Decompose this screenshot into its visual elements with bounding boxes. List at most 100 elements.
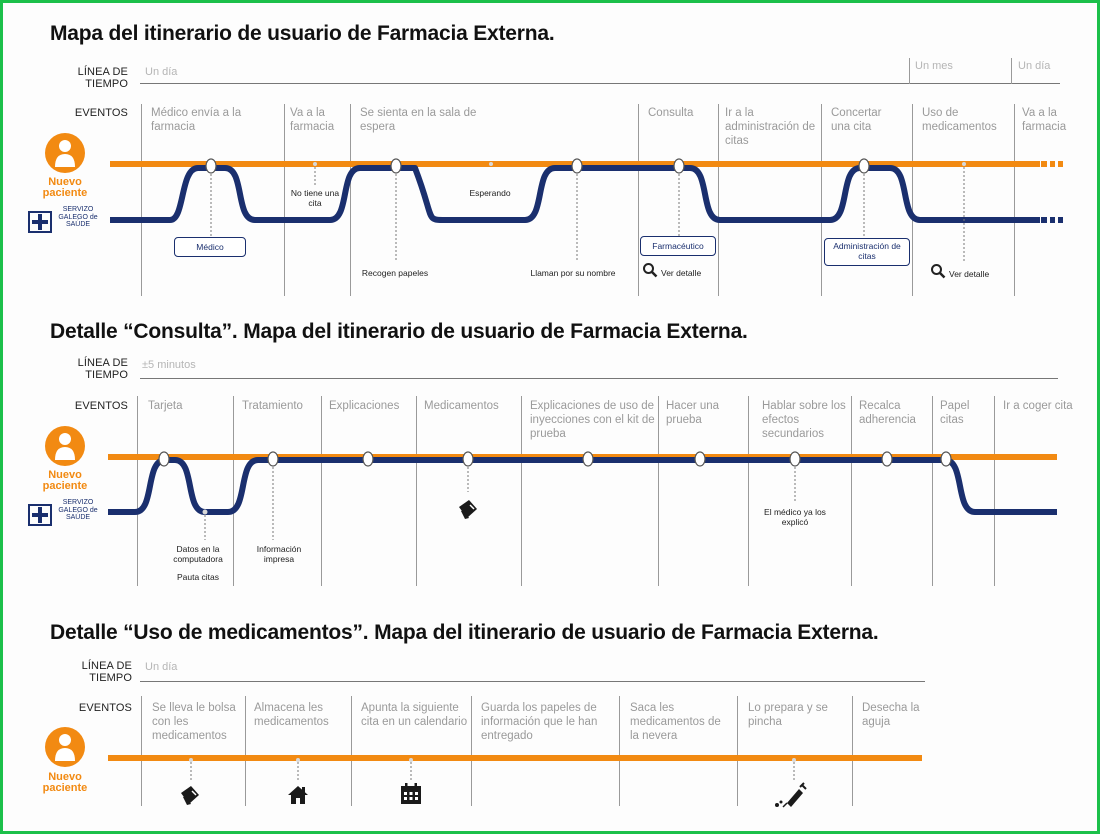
section1-event: Médico envía a la farmacia bbox=[151, 107, 242, 133]
person-icon bbox=[55, 140, 75, 167]
section2-timeline-label: LÍNEA DE TIEMPO bbox=[77, 357, 128, 381]
section2-event: Hablar sobre los efectos secundarios bbox=[762, 400, 846, 440]
section1-event: Uso de medicamentos bbox=[922, 107, 997, 133]
journey-node bbox=[940, 451, 952, 467]
journey-small-node bbox=[792, 758, 796, 762]
section2-event: Recalca adherencia bbox=[859, 400, 916, 426]
note-recogen-papeles: Recogen papeles bbox=[361, 268, 429, 278]
person-icon bbox=[55, 734, 75, 761]
section2-event: Ir a coger cita bbox=[1003, 400, 1073, 412]
section1-column-divider bbox=[141, 104, 142, 296]
magnifier-icon[interactable] bbox=[642, 262, 658, 278]
section1-time-mark: Un mes bbox=[915, 60, 953, 72]
section1-column-divider bbox=[912, 104, 913, 296]
section2-time-mark: ±5 minutos bbox=[142, 359, 196, 371]
sergas-label: SERVIZO GALEGO de SAÚDE bbox=[58, 206, 98, 228]
section2-event: Explicaciones de uso de inyecciones con … bbox=[530, 400, 655, 440]
section1-event: Ir a la administración de citas bbox=[725, 107, 816, 147]
section3-column-divider bbox=[852, 696, 853, 806]
journey-node bbox=[673, 158, 685, 174]
ver-detalle-consulta-link[interactable]: Ver detalle bbox=[661, 268, 702, 278]
section3-event: Lo prepara y se pincha bbox=[748, 702, 828, 728]
magnifier-icon[interactable] bbox=[930, 263, 946, 279]
note-medico-explico: El médico ya los explicó bbox=[764, 507, 826, 527]
section1-timeline-label: LÍNEA DE TIEMPO bbox=[77, 66, 128, 90]
patient-avatar bbox=[45, 133, 85, 173]
journey-small-node bbox=[962, 162, 966, 166]
journey-node bbox=[390, 158, 402, 174]
patient-avatar bbox=[45, 727, 85, 767]
medicine-bag-icon bbox=[459, 500, 477, 519]
sergas-logo-icon bbox=[28, 504, 52, 526]
section1-column-divider bbox=[821, 104, 822, 296]
section1-title: Mapa del itinerario de usuario de Farmac… bbox=[50, 22, 555, 45]
patient-label: Nuevo paciente bbox=[42, 771, 88, 794]
journey-small-node bbox=[296, 758, 300, 762]
section1-column-divider bbox=[350, 104, 351, 296]
section1-event: Va a la farmacia bbox=[290, 107, 335, 133]
section1-event: Consulta bbox=[648, 107, 694, 119]
section2-event: Tarjeta bbox=[148, 400, 183, 412]
section2-event: Papel citas bbox=[940, 400, 970, 426]
section1-event: Se sienta en la sala de espera bbox=[360, 107, 477, 133]
section2-column-divider bbox=[658, 396, 659, 586]
section2-timeline-axis bbox=[140, 378, 1058, 379]
administracion-box: Administración de citas bbox=[824, 238, 910, 266]
journey-node bbox=[858, 158, 870, 174]
section3-event: Se lleva le bolsa con les medicamentos bbox=[152, 702, 236, 742]
note-llaman: Llaman por su nombre bbox=[530, 268, 616, 278]
syringe-icon bbox=[775, 782, 807, 808]
section2-column-divider bbox=[233, 396, 234, 586]
section3-timeline-axis bbox=[140, 681, 925, 682]
section2-event: Medicamentos bbox=[424, 400, 499, 412]
section3-column-divider bbox=[471, 696, 472, 806]
sergas-logo: SERVIZO GALEGO de SAÚDE bbox=[26, 206, 106, 236]
journey-node bbox=[571, 158, 583, 174]
section1-column-divider bbox=[284, 104, 285, 296]
section3-event: Guarda los papeles de información que le… bbox=[481, 702, 598, 742]
section1-time-divider bbox=[909, 58, 910, 84]
ver-detalle-medicamentos-link[interactable]: Ver detalle bbox=[949, 269, 990, 279]
section3-event: Almacena les medicamentos bbox=[254, 702, 329, 728]
section2-column-divider bbox=[851, 396, 852, 586]
journey-node bbox=[694, 451, 706, 467]
journey-node bbox=[158, 451, 170, 467]
section3-column-divider bbox=[141, 696, 142, 806]
section1-column-divider bbox=[718, 104, 719, 296]
section2-events-label: EVENTOS bbox=[74, 400, 128, 412]
medico-box: Médico bbox=[174, 237, 246, 257]
patient-avatar bbox=[45, 426, 85, 466]
journey-node bbox=[582, 451, 594, 467]
section2-column-divider bbox=[321, 396, 322, 586]
section2-event: Hacer una prueba bbox=[666, 400, 720, 426]
section3-title: Detalle “Uso de medicamentos”. Mapa del … bbox=[50, 621, 879, 644]
section3-column-divider bbox=[351, 696, 352, 806]
note-pauta-citas: Pauta citas bbox=[176, 572, 220, 582]
section2-event: Tratamiento bbox=[242, 400, 303, 412]
section3-event: Desecha la aguja bbox=[862, 702, 920, 728]
section2-title: Detalle “Consulta”. Mapa del itinerario … bbox=[50, 320, 748, 343]
section1-events-label: EVENTOS bbox=[74, 107, 128, 119]
note-datos-computadora: Datos en la computadora bbox=[173, 544, 223, 564]
journey-node bbox=[267, 451, 279, 467]
section3-event: Apunta la siguiente cita en un calendari… bbox=[361, 702, 468, 728]
journey-small-node bbox=[409, 758, 413, 762]
patient-label: Nuevo paciente bbox=[42, 176, 88, 199]
journey-node bbox=[462, 451, 474, 467]
section2-column-divider bbox=[137, 396, 138, 586]
sergas-logo-icon bbox=[28, 211, 52, 233]
section2-column-divider bbox=[994, 396, 995, 586]
sergas-logo: SERVIZO GALEGO de SAÚDE bbox=[26, 499, 106, 529]
note-no-cita: No tiene una cita bbox=[290, 188, 340, 208]
sergas-label: SERVIZO GALEGO de SAÚDE bbox=[58, 499, 98, 521]
section3-time-mark: Un día bbox=[145, 661, 178, 673]
note-informacion-impresa: Información impresa bbox=[256, 544, 302, 564]
section2-column-divider bbox=[748, 396, 749, 586]
section2-column-divider bbox=[521, 396, 522, 586]
section1-time-divider bbox=[1011, 58, 1012, 84]
journey-node bbox=[362, 451, 374, 467]
section2-event: Explicaciones bbox=[329, 400, 400, 412]
